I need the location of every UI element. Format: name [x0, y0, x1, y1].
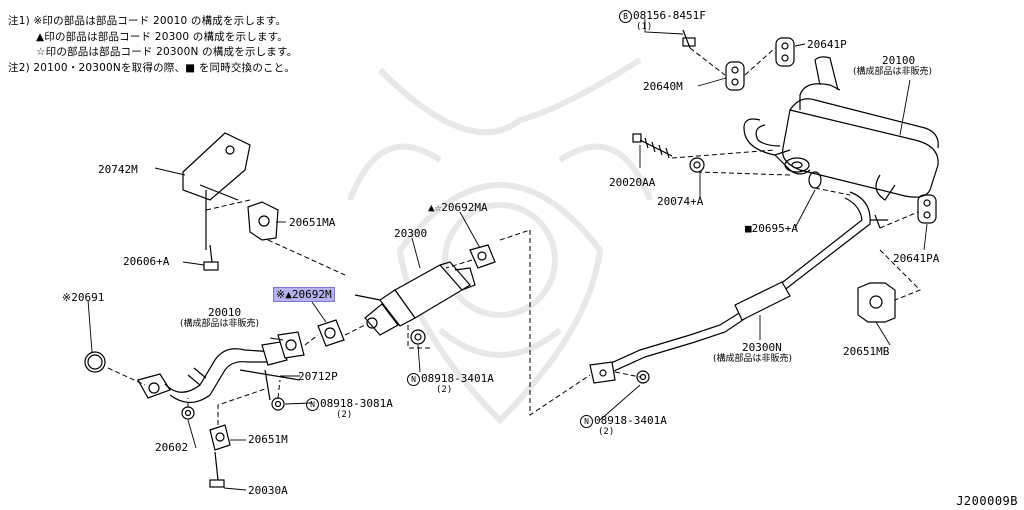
label-20641P: 20641P	[807, 38, 847, 51]
note-1-star: ☆印の部品は部品コード 20300N の構成を示します。	[36, 46, 298, 58]
label-20651MB: 20651MB	[843, 345, 890, 358]
label-20300N: 20300N	[742, 341, 782, 354]
gasket-20695	[808, 171, 822, 189]
label-20692MA: ▲☆20692MA	[428, 201, 488, 214]
hanger-rubber-20640M	[725, 61, 745, 91]
leader-lines	[87, 19, 928, 491]
hanger-rubber-20651MB	[857, 282, 896, 323]
assembly-lines	[107, 47, 921, 425]
nut-08918-3401A-a	[410, 329, 426, 345]
note-20300N: (構成部品は非販売)	[713, 354, 793, 364]
label-20691: ※20691	[62, 291, 105, 304]
label-20695: ■20695+A	[745, 222, 798, 235]
center-pipe-20300N	[589, 191, 888, 384]
nut-08918-3401A-b	[636, 370, 650, 384]
label-20602: 20602	[155, 441, 189, 454]
bolt-20606	[203, 244, 219, 271]
label-20010: 20010	[208, 306, 242, 319]
label-20300: 20300	[394, 227, 428, 240]
nut-prefix-icon: N	[407, 373, 420, 386]
nut-08918-3081A	[271, 397, 285, 411]
notes-block: 注1) ※印の部品は部品コード 20010 の構成を示します。 ▲印の部品は部品…	[8, 14, 297, 76]
diagram-code: J200009B	[956, 494, 1018, 508]
gasket-20692M	[317, 319, 345, 347]
nut-prefix-icon: N	[580, 415, 593, 428]
note-2: 注2) 20100・20300Nを取得の際、■ を同時交換のこと。	[8, 61, 296, 74]
label-20651MA: 20651MA	[289, 216, 336, 229]
label-20692M: ※▲20692M	[273, 287, 335, 302]
hanger-rubber-20641P	[775, 37, 795, 67]
label-20641PA: 20641PA	[893, 252, 940, 265]
catalytic-converter-20300	[354, 261, 476, 336]
label-20074: 20074+A	[657, 195, 704, 208]
bracket-20742M	[182, 132, 251, 250]
watermark-emblem	[347, 57, 653, 425]
label-20651M: 20651M	[248, 433, 288, 446]
bolt-prefix-icon: B	[619, 10, 632, 23]
hanger-rubber-20651MA	[247, 201, 279, 241]
oring-20691	[84, 351, 106, 373]
gasket-20692MA	[469, 244, 496, 269]
label-20030A: 20030A	[248, 484, 288, 497]
front-exhaust-pipe-20010	[137, 331, 305, 404]
hanger-rubber-20641PA	[917, 194, 937, 224]
label-20742M: 20742M	[98, 163, 138, 176]
label-20606: 20606+A	[123, 255, 170, 268]
qty-08918-3401A-a: (2)	[436, 385, 453, 395]
note-20010: (構成部品は非販売)	[180, 319, 260, 329]
label-20640M: 20640M	[643, 80, 683, 93]
note-1-triangle: ▲印の部品は部品コード 20300 の構成を示します。	[36, 30, 289, 43]
qty-08156: (1)	[636, 22, 653, 32]
note-1: 注1) ※印の部品は部品コード 20010 の構成を示します。	[8, 15, 287, 27]
note-20100: (構成部品は非販売)	[853, 67, 933, 77]
nut-20074	[689, 157, 705, 173]
highlight-20692M: ※▲20692M	[273, 287, 335, 302]
nut-20602	[181, 406, 195, 420]
qty-08918-3081A: (2)	[336, 410, 353, 420]
label-20020AA: 20020AA	[609, 176, 656, 189]
rear-muffler-20100	[743, 56, 939, 201]
nut-prefix-icon: N	[306, 398, 319, 411]
label-20100: 20100	[882, 54, 916, 67]
spring-bolt-20020AA	[632, 133, 673, 159]
hanger-20651M	[209, 424, 231, 451]
bolt-08156-8451F	[682, 29, 696, 49]
label-20712P: 20712P	[298, 370, 338, 383]
qty-08918-3401A-b: (2)	[598, 427, 615, 437]
bolt-20030A	[209, 451, 225, 488]
